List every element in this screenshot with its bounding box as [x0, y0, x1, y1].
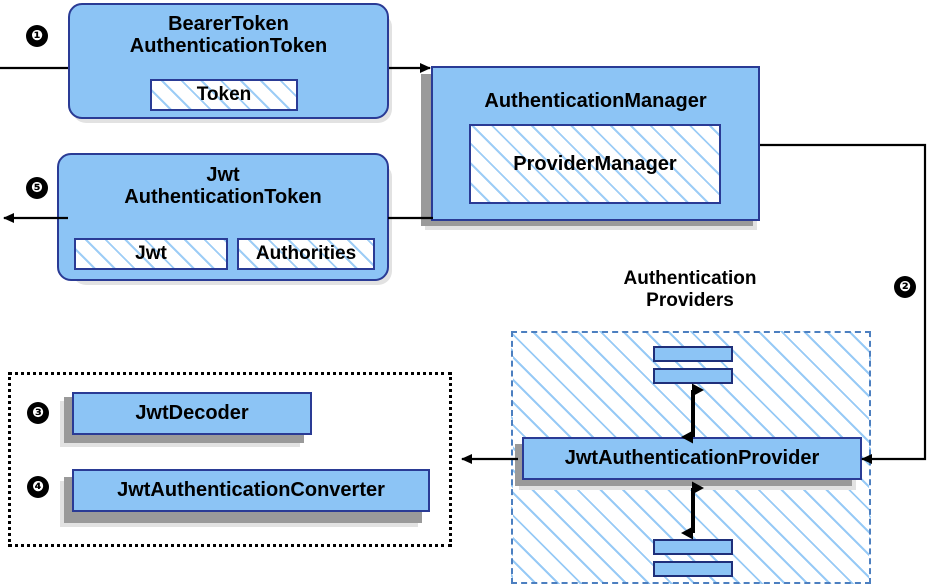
jwt-support-group	[8, 372, 452, 547]
authentication-providers-caption-line1: Authentication	[623, 268, 757, 289]
jwt-token-inner-jwt-label: Jwt	[135, 243, 167, 264]
bearer-token-inner-token-label: Token	[196, 84, 252, 105]
provider-stub-bottom-1	[653, 539, 733, 555]
jwt-token-inner-authorities-box: Authorities	[237, 238, 375, 270]
jwt-decoder-label: JwtDecoder	[135, 402, 249, 425]
jwt-authentication-provider-node[interactable]: JwtAuthenticationProvider	[522, 437, 862, 480]
jwt-decoder-node[interactable]: JwtDecoder	[72, 392, 312, 435]
step-bullet-5-glyph: ❺	[31, 180, 43, 196]
step-bullet-3-glyph: ❸	[32, 405, 44, 421]
step-bullet-2-glyph: ❷	[899, 279, 911, 295]
step-bullet-1-glyph: ❶	[31, 28, 43, 44]
provider-stub-top-2	[653, 368, 733, 384]
jwt-token-inner-jwt-box: Jwt	[74, 238, 228, 270]
bearer-token-inner-token-box: Token	[150, 79, 298, 111]
step-bullet-2: ❷	[894, 276, 916, 298]
provider-manager-inner-box: ProviderManager	[469, 124, 721, 204]
step-bullet-4-glyph: ❹	[32, 479, 44, 495]
authentication-providers-caption: Authentication Providers	[588, 268, 792, 312]
step-bullet-4: ❹	[27, 476, 49, 498]
jwt-authentication-provider-label: JwtAuthenticationProvider	[564, 447, 820, 470]
jwt-token-line1: Jwt	[206, 164, 240, 186]
bearer-token-line1: BearerToken	[168, 13, 289, 35]
jwt-authentication-converter-label: JwtAuthenticationConverter	[117, 479, 385, 502]
jwt-token-inner-authorities-label: Authorities	[255, 243, 357, 264]
provider-manager-label: ProviderManager	[513, 152, 677, 175]
authentication-manager-title: AuthenticationManager	[484, 90, 707, 112]
step-bullet-1: ❶	[26, 25, 48, 47]
step-bullet-5: ❺	[26, 177, 48, 199]
provider-stub-bottom-2	[653, 561, 733, 577]
jwt-token-line2: AuthenticationToken	[124, 186, 322, 209]
jwt-authentication-converter-node[interactable]: JwtAuthenticationConverter	[72, 469, 430, 512]
bearer-token-line2: AuthenticationToken	[129, 35, 328, 58]
authentication-providers-caption-line2: Providers	[646, 289, 734, 311]
provider-stub-top-1	[653, 346, 733, 362]
step-bullet-3: ❸	[27, 402, 49, 424]
